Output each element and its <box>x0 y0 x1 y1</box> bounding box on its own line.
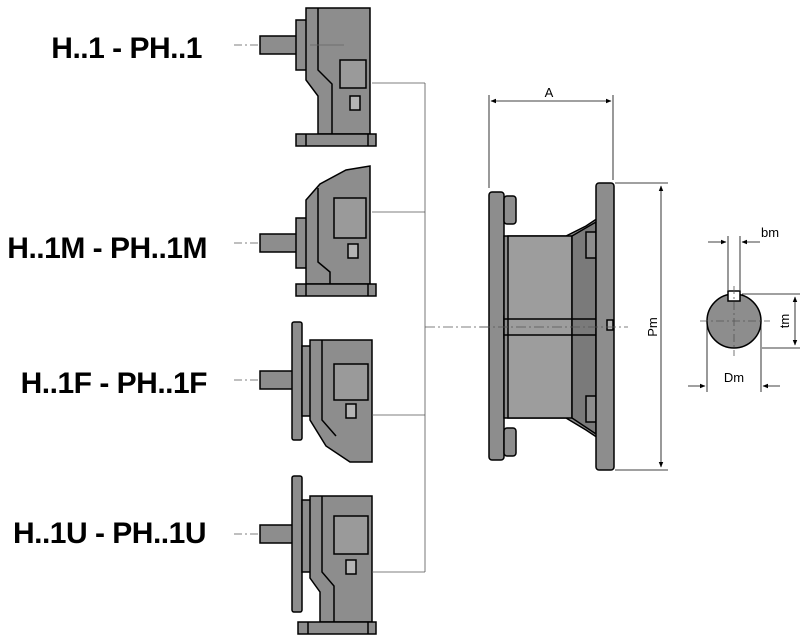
variant-label-h1m: H..1M - PH..1M <box>7 232 207 265</box>
dimension-a-label: A <box>545 85 554 100</box>
flange-adapter-drawing <box>480 182 628 471</box>
dimension-a <box>488 95 614 188</box>
dimension-bm <box>708 236 760 290</box>
reducer-h1-drawing <box>234 7 377 147</box>
reducer-h1f-drawing <box>234 321 373 463</box>
dimension-tm-label: tm <box>777 314 792 328</box>
variant-bracket <box>372 82 490 573</box>
dimension-dm-label: Dm <box>724 370 744 385</box>
variant-label-h1u: H..1U - PH..1U <box>13 517 206 550</box>
dimension-dm <box>688 321 780 392</box>
dimension-pm-label: Pm <box>645 317 660 337</box>
variant-label-h1: H..1 - PH..1 <box>51 32 202 65</box>
dimension-bm-label: bm <box>761 225 779 240</box>
variant-label-h1f: H..1F - PH..1F <box>21 367 208 400</box>
shaft-section-drawing <box>700 286 770 356</box>
reducer-h1m-drawing <box>234 165 377 297</box>
dimension-pm <box>615 182 668 471</box>
dimension-tm <box>742 293 800 349</box>
reducer-h1u-drawing <box>234 475 377 635</box>
